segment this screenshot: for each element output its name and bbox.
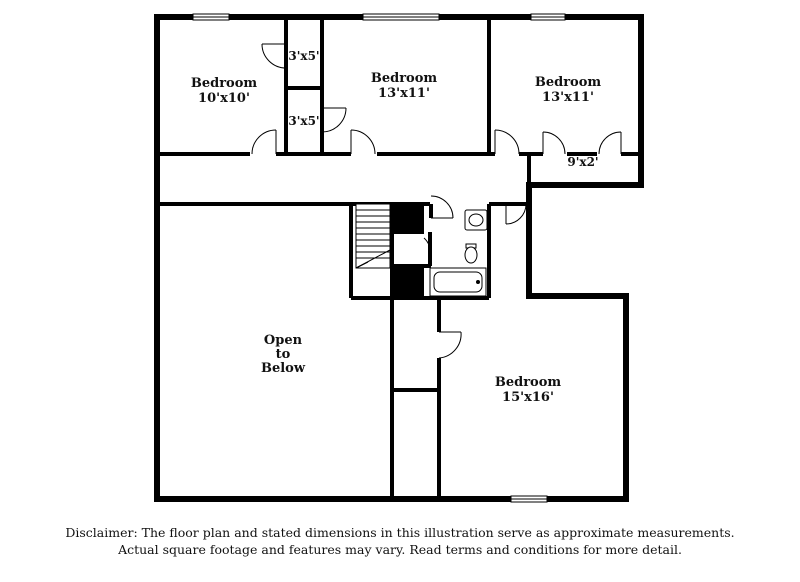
doors xyxy=(251,43,622,359)
wall-blocks xyxy=(392,204,424,298)
bedroom-nw-dims: 10'x10' xyxy=(198,91,250,106)
stairs xyxy=(355,203,391,269)
door-bathroom[interactable] xyxy=(430,195,454,219)
open-to-below-line2: to xyxy=(276,347,291,362)
bedroom-se-dims: 15'x16' xyxy=(502,390,554,405)
sink-icon xyxy=(464,209,488,231)
door-bath-inner[interactable] xyxy=(423,232,431,255)
door-bedroom-ne[interactable] xyxy=(494,129,520,155)
bedroom-ne-name: Bedroom xyxy=(535,75,602,90)
disclaimer-line-1: Disclaimer: The floor plan and stated di… xyxy=(65,525,735,540)
closet-upper-dims: 3'x5' xyxy=(288,49,319,63)
bedroom-n-name: Bedroom xyxy=(371,71,438,86)
open-to-below-line3: Below xyxy=(261,361,306,376)
door-bedroom-nw[interactable] xyxy=(251,129,277,155)
door-closet-se[interactable] xyxy=(438,331,462,359)
door-closet-upper[interactable] xyxy=(261,43,287,69)
bedroom-n-dims: 13'x11' xyxy=(378,86,430,101)
windows xyxy=(192,13,566,503)
disclaimer: Disclaimer: The floor plan and stated di… xyxy=(0,524,800,558)
closet-lower-dims: 3'x5' xyxy=(288,114,319,128)
toilet-icon xyxy=(464,243,478,264)
disclaimer-line-2: Actual square footage and features may v… xyxy=(118,542,682,557)
closet-ne-dims: 9'x2' xyxy=(567,155,598,169)
bedroom-se-name: Bedroom xyxy=(495,375,562,390)
door-closet-lower[interactable] xyxy=(321,107,347,133)
exterior-walls xyxy=(154,14,644,502)
door-bedroom-n[interactable] xyxy=(350,129,376,155)
bathroom-fixtures xyxy=(429,209,488,297)
door-hall-closet[interactable] xyxy=(505,203,527,225)
bathtub-icon xyxy=(429,267,487,297)
door-closet-ne-right[interactable] xyxy=(598,131,622,155)
bedroom-nw-name: Bedroom xyxy=(191,76,258,91)
door-closet-ne-left[interactable] xyxy=(542,131,566,155)
room-labels: Bedroom 10'x10' Bedroom 13'x11' Bedroom … xyxy=(191,49,602,405)
open-to-below-line1: Open xyxy=(264,333,303,348)
floor-plan: Bedroom 10'x10' Bedroom 13'x11' Bedroom … xyxy=(154,13,644,503)
bedroom-ne-dims: 13'x11' xyxy=(542,90,594,105)
